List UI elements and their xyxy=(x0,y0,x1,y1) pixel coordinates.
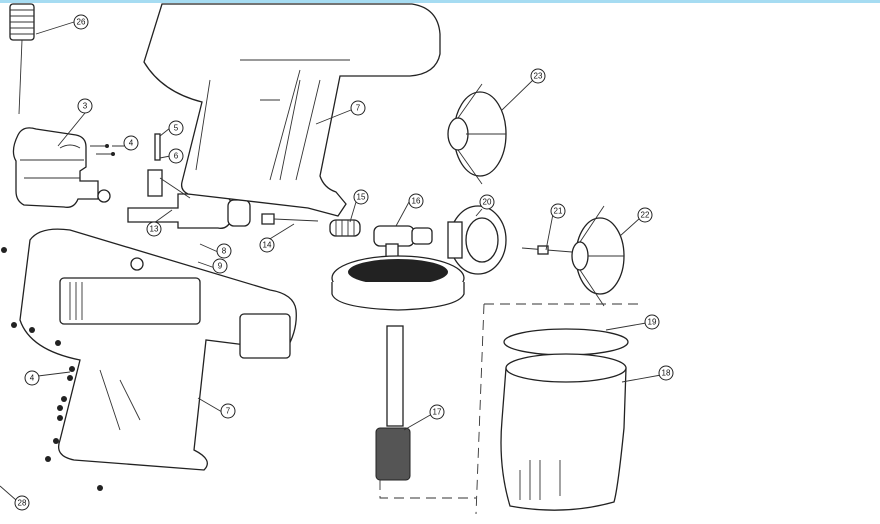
callout-4: 4 xyxy=(123,135,139,151)
callout-circle xyxy=(530,68,546,84)
callout-label: 8 xyxy=(222,247,227,256)
part-needle-14 xyxy=(261,213,319,225)
part-spring-15 xyxy=(329,219,361,237)
callout-label: 21 xyxy=(554,207,563,216)
callout-circle xyxy=(259,237,275,253)
callout-circle xyxy=(14,495,30,511)
callout-circle xyxy=(220,403,236,419)
callout-28: 28 xyxy=(14,495,30,511)
part-seal-ring-19 xyxy=(503,328,629,356)
window-top-bar xyxy=(0,0,880,3)
part-22 xyxy=(571,205,625,307)
callout-9: 9 xyxy=(212,258,228,274)
callout-label: 14 xyxy=(263,241,272,250)
callout-5: 5 xyxy=(168,120,184,136)
callout-7: 7 xyxy=(350,100,366,116)
leader-lines xyxy=(0,21,662,501)
callout-label: 22 xyxy=(641,211,650,220)
callout-label: 13 xyxy=(150,225,159,234)
part-pin-5-6 xyxy=(154,133,161,161)
callout-label: 26 xyxy=(77,18,86,27)
part-spring-rod-26 xyxy=(9,3,35,115)
callout-7: 7 xyxy=(220,403,236,419)
part-pump-housing-3 xyxy=(12,127,111,208)
part-23 xyxy=(447,83,507,185)
callout-label: 4 xyxy=(129,139,134,148)
callout-circle xyxy=(429,404,445,420)
callout-circle xyxy=(77,98,93,114)
callout-18: 18 xyxy=(658,365,674,381)
callout-17: 17 xyxy=(429,404,445,420)
part-suction-tube-17 xyxy=(375,325,411,481)
callout-circle xyxy=(24,370,40,386)
callout-21: 21 xyxy=(550,203,566,219)
callout-circle xyxy=(216,243,232,259)
part-screws-4 xyxy=(90,144,115,156)
callout-label: 19 xyxy=(648,318,657,327)
callout-label: 15 xyxy=(357,193,366,202)
callout-label: 17 xyxy=(433,408,442,417)
part-21 xyxy=(521,245,573,255)
callout-circle xyxy=(350,100,366,116)
callout-8: 8 xyxy=(216,243,232,259)
part-housing-left-7 xyxy=(19,228,297,471)
callout-circle xyxy=(550,203,566,219)
callout-circle xyxy=(658,365,674,381)
callout-circle xyxy=(644,314,660,330)
callout-26: 26 xyxy=(73,14,89,30)
callout-label: 6 xyxy=(174,152,179,161)
callouts: 26 3 4 5 6 7 23 13 15 16 20 21 22 8 9 14 19 18 17 4 7 28 xyxy=(14,14,674,511)
callout-circle xyxy=(479,194,495,210)
callout-label: 28 xyxy=(18,499,27,508)
callout-23: 23 xyxy=(530,68,546,84)
part-screws-left-4 xyxy=(1,247,103,491)
callout-20: 20 xyxy=(479,194,495,210)
callout-label: 9 xyxy=(218,262,223,271)
callout-14: 14 xyxy=(259,237,275,253)
callout-label: 4 xyxy=(30,374,35,383)
part-paint-cup-18 xyxy=(500,353,627,511)
callout-6: 6 xyxy=(168,148,184,164)
callout-19: 19 xyxy=(644,314,660,330)
callout-circle xyxy=(168,120,184,136)
callout-15: 15 xyxy=(353,189,369,205)
callout-label: 23 xyxy=(534,72,543,81)
callout-4: 4 xyxy=(24,370,40,386)
callout-3: 3 xyxy=(77,98,93,114)
callout-circle xyxy=(123,135,139,151)
callout-label: 20 xyxy=(483,198,492,207)
callout-circle xyxy=(637,207,653,223)
callout-16: 16 xyxy=(408,193,424,209)
callout-label: 7 xyxy=(356,104,361,113)
callout-circle xyxy=(353,189,369,205)
callout-circle xyxy=(146,221,162,237)
callout-label: 3 xyxy=(83,102,88,111)
callout-circle xyxy=(168,148,184,164)
callout-circle xyxy=(408,193,424,209)
callout-circle xyxy=(212,258,228,274)
part-lid-16 xyxy=(331,225,465,311)
callout-13: 13 xyxy=(146,221,162,237)
part-housing-right-7 xyxy=(143,3,441,217)
part-20 xyxy=(447,205,507,275)
callout-22: 22 xyxy=(637,207,653,223)
callout-label: 7 xyxy=(226,407,231,416)
callout-label: 5 xyxy=(174,124,179,133)
callout-label: 16 xyxy=(412,197,421,206)
callout-circle xyxy=(73,14,89,30)
callout-label: 18 xyxy=(662,369,671,378)
